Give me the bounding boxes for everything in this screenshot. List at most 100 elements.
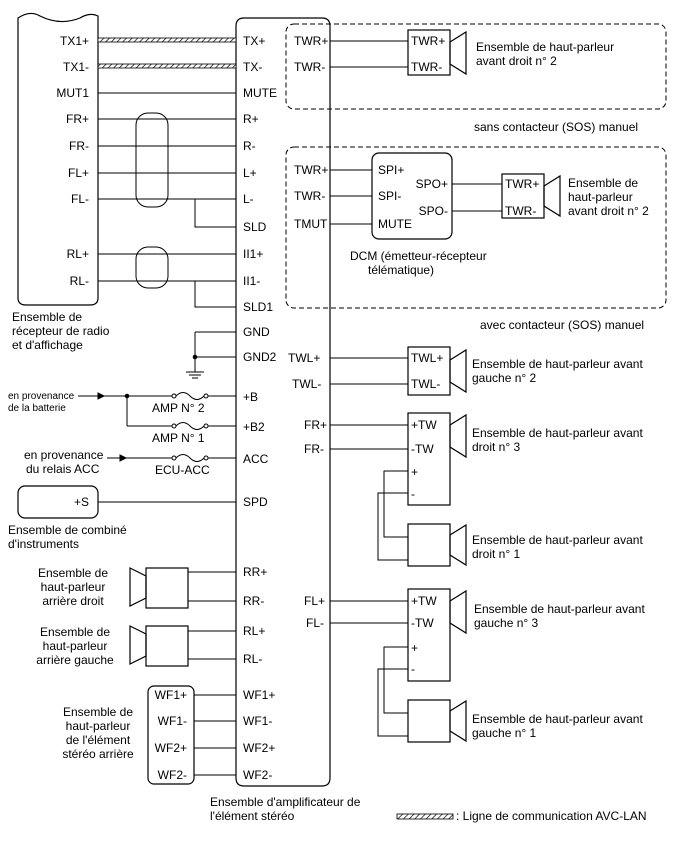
dcm-pin-spip: SPI+ — [378, 163, 404, 177]
amplifier: TX+ TX- MUTE R+ R- L+ L- SLD II1+ II1- S… — [210, 17, 361, 823]
avc-lan-legend-swatch — [396, 813, 454, 820]
fr1-label-1: Ensemble de haut-parleur avant — [472, 533, 643, 547]
amp-pin-ii1p: II1+ — [243, 247, 263, 261]
fl2-pin-twlp: TWL+ — [411, 351, 443, 365]
rear-woofer: WF1+ WF1- WF2+ WF2- Ensemble de haut-par… — [62, 685, 236, 785]
radio-pin-tx1m: TX1- — [63, 60, 89, 74]
fl2-wire-twlp: TWL+ — [288, 351, 320, 365]
amp-right-wires — [330, 357, 408, 624]
front-left-3-speaker: FL+ FL- +TW -TW + - Ensemble de haut-par… — [304, 588, 645, 737]
fl3-pin-twm: -TW — [411, 616, 434, 630]
sos-speaker-label-3: avant droit n° 2 — [568, 204, 649, 218]
fl3-wire-flm: FL- — [306, 616, 324, 630]
amp-pin-b: +B — [243, 390, 258, 404]
radio-label-1: Ensemble de — [12, 310, 82, 324]
meter-pin-s: +S — [74, 495, 89, 509]
no-sos-wire-twrm: TWR- — [294, 60, 325, 74]
fl3-label-1: Ensemble de haut-parleur avant — [474, 602, 645, 616]
fr3-label-2: droit n° 3 — [472, 440, 520, 454]
sos-variant: TWR+ TWR- TMUT SPI+ SPI- MUTE SPO+ SPO- … — [285, 146, 667, 332]
rear-left-label-3: arrière gauche — [36, 653, 114, 667]
radio-pin-mut1: MUT1 — [56, 86, 89, 100]
fl3-label-2: gauche n° 3 — [474, 616, 539, 630]
front-right-1-speaker: Ensemble de haut-parleur avant droit n° … — [407, 523, 643, 567]
no-sos-caption: sans contacteur (SOS) manuel — [474, 120, 638, 134]
amp-pin-rlm: RL- — [243, 652, 262, 666]
fr3-pin-m: - — [411, 487, 415, 501]
fl3-wire-flp: FL+ — [304, 594, 325, 608]
fr3-wire-frp: FR+ — [304, 418, 327, 432]
fl3-pin-twp: +TW — [411, 594, 437, 608]
amp-pin-ii1m: II1- — [243, 274, 260, 288]
ground — [186, 331, 236, 379]
dcm-pin-spom: SPO- — [419, 204, 448, 218]
fuse-ecu-acc-label: ECU-ACC — [155, 463, 210, 477]
rear-right-label-3: arrière droit — [42, 594, 104, 608]
rear-right-speaker: Ensemble de haut-parleur arrière droit — [38, 566, 236, 609]
radio-pin-rlp: RL+ — [67, 247, 89, 261]
dcm-pin-spim: SPI- — [378, 189, 401, 203]
woofer-label-2: haut-parleur — [66, 719, 131, 733]
fr3-pin-twm: -TW — [411, 442, 434, 456]
amp-label-1: Ensemble d'amplificateur de — [210, 795, 361, 809]
avc-lan-line-tx1p — [97, 37, 237, 43]
woofer-pin-wf2p: WF2+ — [155, 741, 187, 755]
power-supply: en provenance de la batterie AMP N° 2 — [8, 391, 236, 477]
fr3-wire-frm: FR- — [304, 442, 324, 456]
woofer-pin-wf1m: WF1- — [158, 714, 187, 728]
dcm-label-2: télématique) — [368, 263, 434, 277]
amp-pin-spd: SPD — [243, 495, 268, 509]
sos-speaker-label-2: haut-parleur — [568, 190, 633, 204]
amp-pin-sld: SLD — [243, 220, 267, 234]
legend-text: : Ligne de communication AVC-LAN — [456, 809, 647, 823]
amp-pin-wf2m: WF2- — [243, 768, 272, 782]
amp-pin-wf1m: WF1- — [243, 714, 272, 728]
woofer-label-3: de l'élément — [66, 733, 131, 747]
meter-label-1: Ensemble de combiné — [8, 523, 127, 537]
woofer-label-1: Ensemble de — [63, 705, 133, 719]
no-sos-wire-twrp: TWR+ — [294, 34, 328, 48]
amp-pin-rrp: RR+ — [243, 565, 267, 579]
fl3-pin-m: - — [411, 662, 415, 676]
front-left-1-speaker: Ensemble de haut-parleur avant gauche n°… — [407, 699, 643, 743]
fl2-pin-twlm: TWL- — [411, 377, 440, 391]
rear-left-label-1: Ensemble de — [40, 625, 110, 639]
acc-relay-label-1: en provenance — [24, 448, 104, 462]
woofer-pin-wf2m: WF2- — [158, 768, 187, 782]
sos-spk-pin-twrm: TWR- — [505, 204, 536, 218]
no-sos-variant: TWR+ TWR- TWR+ TWR- Ensemble de haut-par… — [285, 23, 667, 134]
amp-pin-lm: L- — [243, 192, 254, 206]
woofer-label-4: stéréo arrière — [62, 747, 134, 761]
amp-pin-rlp: RL+ — [243, 624, 265, 638]
radio-pin-tx1p: TX1+ — [60, 34, 89, 48]
radio-pin-rlm: RL- — [70, 274, 89, 288]
rear-left-speaker: Ensemble de haut-parleur arrière gauche — [36, 625, 236, 667]
fl2-label-2: gauche n° 2 — [472, 371, 537, 385]
sos-spk-pin-twrp: TWR+ — [505, 177, 539, 191]
no-sos-speaker-label-2: avant droit n° 2 — [476, 54, 557, 68]
fl2-label-1: Ensemble de haut-parleur avant — [472, 357, 643, 371]
front-right-3-speaker: FR+ FR- +TW -TW + - Ensemble de haut-par… — [304, 412, 643, 561]
amp-pin-acc: ACC — [243, 452, 269, 466]
fl1-label-2: gauche n° 1 — [472, 726, 537, 740]
fr3-pin-p: + — [411, 465, 418, 479]
meter-label-2: d'instruments — [8, 537, 79, 551]
legend: : Ligne de communication AVC-LAN — [396, 809, 647, 823]
amp-pin-rp: R+ — [243, 112, 259, 126]
no-sos-speaker-label-1: Ensemble de haut-parleur — [476, 40, 614, 54]
avc-lan-line-tx1m — [97, 63, 237, 69]
dcm-pin-spop: SPO+ — [416, 177, 448, 191]
amp-pin-wf2p: WF2+ — [243, 741, 275, 755]
dcm-label-1: DCM (émetteur-récepteur — [350, 249, 487, 263]
shield-ellipse-2 — [135, 246, 169, 289]
amp-pin-txm: TX- — [243, 60, 262, 74]
amp-pin-mute: MUTE — [243, 86, 277, 100]
battery-label-2: de la batterie — [8, 403, 66, 414]
radio-pin-frm: FR- — [69, 139, 89, 153]
sos-wire-twrm: TWR- — [294, 189, 325, 203]
fl1-label-1: Ensemble de haut-parleur avant — [472, 712, 643, 726]
dcm-pin-mute: MUTE — [378, 217, 412, 231]
fr3-label-1: Ensemble de haut-parleur avant — [472, 426, 643, 440]
battery-label-1: en provenance — [8, 391, 75, 402]
amp-label-2: l'élément stéréo — [210, 809, 295, 823]
